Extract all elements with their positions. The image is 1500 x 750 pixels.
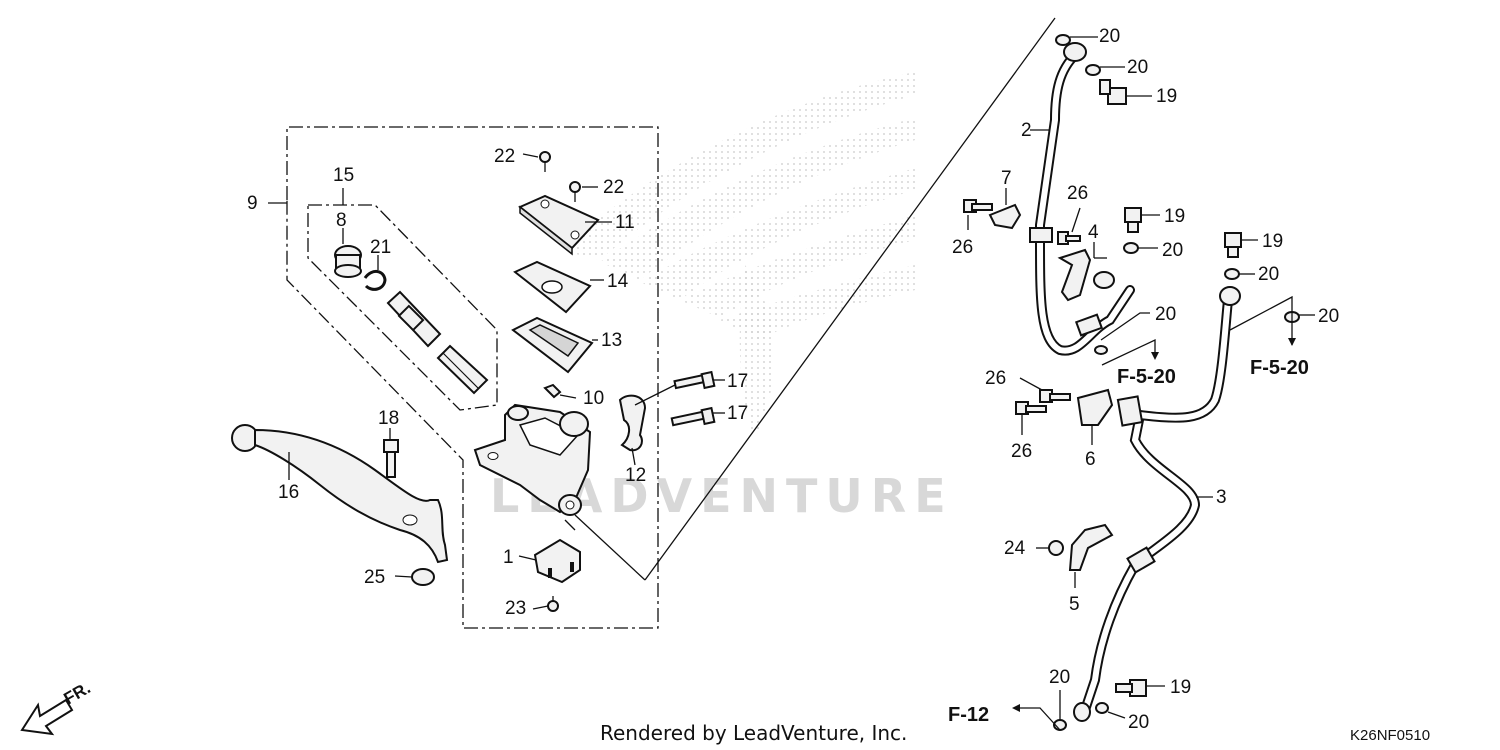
hose-stay-upper [1057, 242, 1107, 302]
callout-19-mid: 19 [1164, 206, 1185, 227]
piston-boot [334, 228, 362, 278]
diagram-code: K26NF0510 [1350, 727, 1430, 744]
callout-18: 18 [378, 408, 399, 429]
holder-bolt-lower [670, 406, 725, 427]
section-ref-f-5-20-left[interactable]: F-5-20 [1117, 366, 1176, 388]
reservoir-cap [518, 194, 612, 256]
cap-screw-lower [569, 181, 598, 202]
callout-17-upper: 17 [727, 371, 748, 392]
guide-line-b [644, 17, 1056, 581]
callout-20-d: 20 [1258, 264, 1279, 285]
switch-screw [532, 596, 559, 612]
callout-26-b: 26 [1067, 183, 1088, 204]
diaphragm [511, 316, 598, 374]
clamp-bolt-upper [963, 199, 993, 230]
stay-bolt-upper [1057, 207, 1081, 245]
callout-16: 16 [278, 482, 299, 503]
guide-line-a [574, 514, 646, 581]
stay-bolt-middle-b [1015, 401, 1047, 435]
brake-light-switch [518, 538, 581, 584]
callout-13: 13 [601, 330, 622, 351]
diaphragm-plate [513, 260, 604, 314]
callout-24: 24 [1004, 538, 1026, 559]
upper-brake-hose [1029, 42, 1135, 356]
holder-bolt-upper [673, 370, 725, 390]
oil-bolt-bottom [1115, 679, 1165, 697]
callout-4: 4 [1088, 222, 1099, 243]
callout-19-bottom: 19 [1170, 677, 1191, 698]
sealing-washer-mid-a [1123, 242, 1158, 254]
lever-pivot-nut [394, 568, 435, 586]
callout-22-upper: 22 [494, 146, 515, 167]
callout-20-g: 20 [1049, 667, 1070, 688]
brake-lever [231, 424, 449, 564]
callout-12: 12 [625, 465, 646, 486]
hose-stay-middle [1076, 388, 1114, 445]
callout-26-c: 26 [985, 368, 1006, 389]
callout-labels: 1 2 3 4 5 6 7 8 9 10 11 12 13 14 15 16 1… [247, 26, 1339, 733]
callout-1: 1 [503, 547, 514, 568]
sealing-washer-right-a [1224, 268, 1255, 280]
callout-21: 21 [370, 237, 391, 258]
hose-stay-lower [1068, 523, 1114, 588]
stay-nut-lower [1036, 540, 1064, 556]
callout-23: 23 [505, 598, 526, 619]
front-direction-arrow: FR. [20, 678, 94, 736]
callout-11: 11 [615, 212, 635, 233]
oil-bolt-mid [1124, 207, 1160, 233]
sealing-washer-right-b [1284, 311, 1315, 323]
master-cylinder-assembly-outline [268, 126, 659, 629]
callout-7: 7 [1001, 168, 1012, 189]
callout-9: 9 [247, 193, 258, 214]
circlip [363, 255, 387, 291]
stay-bolt-middle-a [1019, 377, 1071, 403]
lever-pivot-bolt [383, 428, 399, 478]
piston-spring [436, 344, 489, 395]
callout-8: 8 [336, 210, 347, 231]
callout-20-f: 20 [1318, 306, 1339, 327]
callout-6: 6 [1085, 449, 1096, 470]
sealing-washer-top-a [1055, 34, 1098, 46]
callout-19-top: 19 [1156, 86, 1177, 107]
callout-25: 25 [364, 567, 385, 588]
callout-3: 3 [1216, 487, 1227, 508]
sealing-washer-top-b [1085, 64, 1125, 76]
callout-22-lower: 22 [603, 177, 624, 198]
pointer-ref-a [1101, 338, 1156, 366]
cap-screw-upper [522, 151, 551, 172]
pointer-ref-c [1018, 707, 1061, 731]
callout-17-lower: 17 [727, 403, 748, 424]
sealing-washer-bottom-a [1053, 690, 1067, 731]
callout-26-a: 26 [952, 237, 973, 258]
master-cylinder-holder [618, 394, 647, 466]
master-cylinder-body [473, 403, 592, 531]
callout-20-a: 20 [1099, 26, 1120, 47]
callout-14: 14 [607, 271, 629, 292]
callout-2: 2 [1021, 120, 1032, 141]
lower-brake-hose [1073, 286, 1241, 722]
callout-20-h: 20 [1128, 712, 1149, 733]
section-ref-f-5-20-right[interactable]: F-5-20 [1250, 357, 1309, 379]
clamp-screw-small [543, 383, 577, 399]
callout-20-e: 20 [1155, 304, 1176, 325]
footer-credit: Rendered by LeadVenture, Inc. [600, 721, 907, 745]
callout-19-right: 19 [1262, 231, 1283, 252]
callout-20-b: 20 [1127, 57, 1148, 78]
callout-10: 10 [583, 388, 604, 409]
section-ref-f-12[interactable]: F-12 [948, 704, 989, 726]
oil-bolt-top [1099, 79, 1152, 105]
callout-15: 15 [333, 165, 354, 186]
sealing-washer-bottom-b [1095, 702, 1126, 719]
oil-bolt-right [1224, 232, 1258, 258]
pointer-ref-b [1229, 295, 1293, 345]
callout-20-c: 20 [1162, 240, 1183, 261]
sealing-washer-mid-b [1094, 312, 1150, 355]
callout-26-d: 26 [1011, 441, 1032, 462]
piston [386, 290, 442, 348]
wing-logo-watermark [560, 72, 915, 440]
hose-clamp [988, 188, 1022, 230]
callout-5: 5 [1069, 594, 1080, 615]
